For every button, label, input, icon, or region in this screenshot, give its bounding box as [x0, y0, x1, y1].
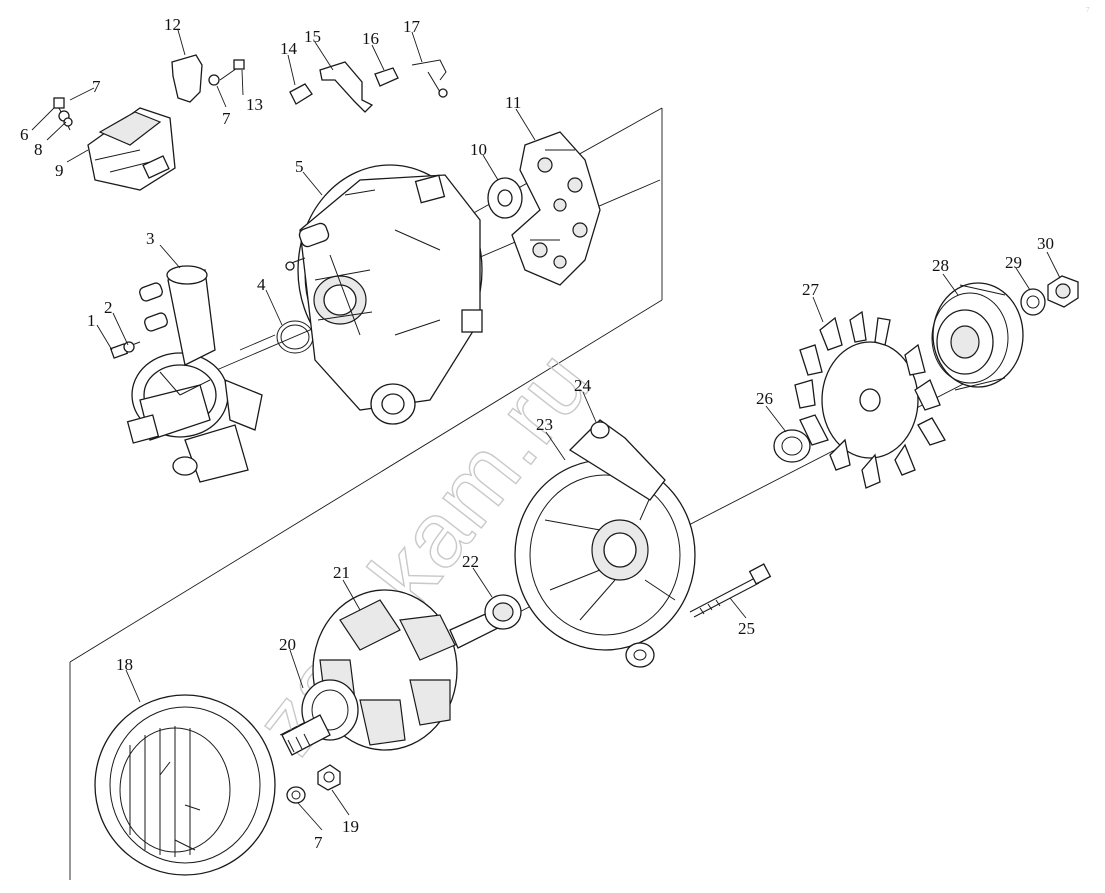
part-27-fan	[794, 310, 946, 489]
part-30-nut	[1047, 275, 1079, 308]
part-6-8-screw	[53, 97, 73, 131]
callout-21: 21	[333, 563, 350, 582]
part-23-front-housing	[514, 419, 696, 668]
part-21-rotor	[281, 589, 499, 756]
callout-7-near-12: 7	[222, 109, 231, 128]
callout-7-upper-left: 7	[92, 77, 101, 96]
callout-8: 8	[34, 140, 43, 159]
callout-30: 30	[1037, 234, 1054, 253]
part-26-spacer	[773, 429, 811, 463]
callout-25: 25	[738, 619, 755, 638]
part-3-bracket	[126, 265, 263, 483]
callout-26: 26	[756, 389, 773, 408]
part-5-stator-housing	[285, 164, 483, 425]
callout-5: 5	[295, 157, 304, 176]
callout-15: 15	[304, 27, 321, 46]
leader-lines	[31, 29, 1061, 831]
assembly-frame-left-upper	[239, 334, 276, 351]
part-18-stator	[94, 694, 276, 876]
part-4-o-ring	[276, 320, 314, 354]
callout-6: 6	[20, 125, 29, 144]
callout-11: 11	[505, 93, 521, 112]
part-10-bushing	[487, 177, 523, 219]
part-14-terminal	[289, 83, 313, 105]
callout-19: 19	[342, 817, 359, 836]
part-15-bracket	[319, 61, 374, 113]
callout-13: 13	[246, 95, 263, 114]
callout-16: 16	[362, 29, 379, 48]
callout-9: 9	[55, 161, 64, 180]
callout-7-lower: 7	[314, 833, 323, 852]
callout-3: 3	[146, 229, 155, 248]
part-13-screw	[208, 59, 245, 86]
part-25-bolt	[689, 563, 772, 618]
callout-17: 17	[403, 17, 421, 36]
callout-23: 23	[536, 415, 553, 434]
callout-4: 4	[257, 275, 266, 294]
part-28-pulley	[931, 282, 1024, 391]
part-16-terminal	[374, 67, 399, 87]
part-22-bearing	[484, 594, 522, 630]
callout-labels: 1 2 3 4 5 6 7 8 9 10 11 12 13 14 15 16 1…	[20, 6, 1090, 852]
part-12-cover	[171, 54, 203, 103]
callout-29: 29	[1005, 253, 1022, 272]
callout-18: 18	[116, 655, 133, 674]
part-17-spring	[411, 59, 448, 98]
part-9-regulator	[87, 107, 176, 191]
callout-24: 24	[574, 376, 592, 395]
callout-22: 22	[462, 552, 479, 571]
callout-14: 14	[280, 39, 298, 58]
assembly-frame-diagonal-lower	[69, 299, 663, 663]
callout-27: 27	[802, 280, 820, 299]
part-1-2-screw	[109, 341, 141, 359]
part-11-rectifier	[511, 131, 601, 286]
callout-10: 10	[470, 140, 487, 159]
callout-7-upper-right: 7	[1086, 6, 1090, 14]
callout-28: 28	[932, 256, 949, 275]
callout-20: 20	[279, 635, 296, 654]
callout-12: 12	[164, 15, 181, 34]
part-19-nut	[317, 764, 341, 791]
callout-1: 1	[87, 311, 96, 330]
part-29-washer	[1020, 288, 1046, 316]
part-7-washer-lower	[286, 786, 306, 804]
callout-2: 2	[104, 298, 113, 317]
